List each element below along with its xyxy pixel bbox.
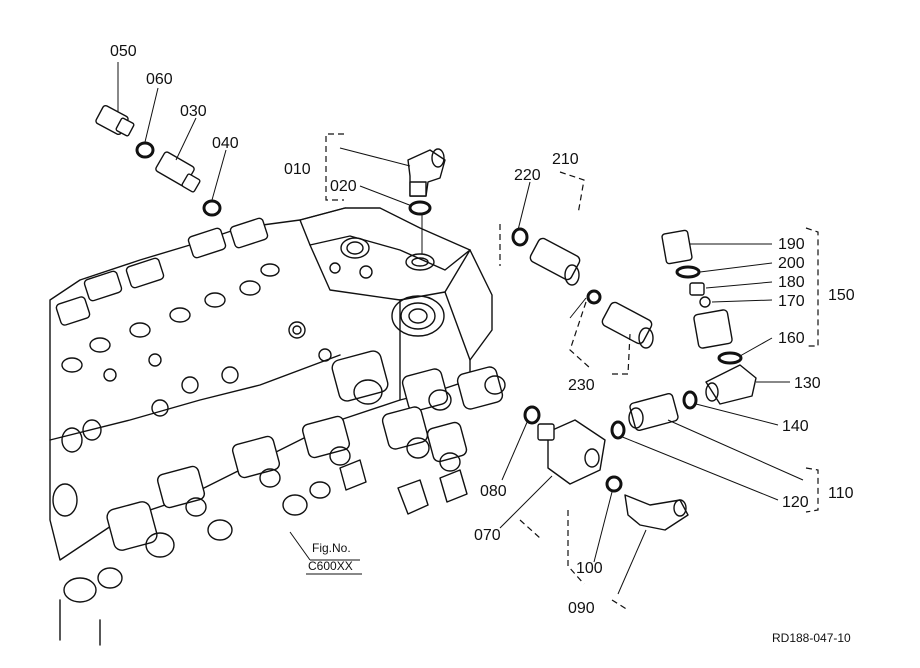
part-170-ball <box>699 296 711 308</box>
part-labels: 050 060 030 040 010 020 220 210 230 190 … <box>110 43 855 617</box>
label-020: 020 <box>330 178 357 195</box>
label-130: 130 <box>794 375 821 392</box>
figure-reference: Fig.No. C600XX <box>306 541 362 575</box>
part-210-relief-valve <box>529 237 581 286</box>
label-150: 150 <box>828 287 855 304</box>
label-230: 230 <box>568 377 595 394</box>
label-110: 110 <box>828 485 854 502</box>
part-040-oring <box>202 199 222 217</box>
part-050-fitting <box>95 104 135 137</box>
part-140-oring <box>682 390 698 410</box>
label-180: 180 <box>778 274 805 291</box>
part-120-oring <box>610 420 626 440</box>
label-170: 170 <box>778 293 805 310</box>
label-040: 040 <box>212 135 239 152</box>
label-010: 010 <box>284 161 311 178</box>
part-190-nipple <box>661 229 693 265</box>
leader-lines <box>117 62 804 595</box>
label-210: 210 <box>552 151 579 168</box>
part-010-elbow <box>407 148 446 197</box>
part-030-adapter <box>155 151 201 193</box>
part-020-oring <box>408 200 432 216</box>
part-080-oring <box>523 405 541 425</box>
label-060: 060 <box>146 71 173 88</box>
part-160-oring <box>717 351 743 365</box>
fig-ref-line1: Fig.No. <box>312 541 351 555</box>
part-150-housing <box>693 309 733 349</box>
part-090-elbow <box>624 494 689 531</box>
label-190: 190 <box>778 236 805 253</box>
part-oring-small <box>586 289 602 305</box>
part-060-oring <box>135 141 155 159</box>
label-220: 220 <box>514 167 541 184</box>
group-brackets <box>325 133 819 611</box>
label-160: 160 <box>778 330 805 347</box>
part-070-tee <box>537 419 606 485</box>
part-220-oring <box>511 227 529 247</box>
part-180-plug <box>689 282 705 296</box>
part-130-elbow <box>705 364 757 405</box>
label-080: 080 <box>480 483 507 500</box>
label-070: 070 <box>474 527 501 544</box>
label-050: 050 <box>110 43 137 60</box>
label-030: 030 <box>180 103 207 120</box>
part-100-oring <box>605 475 623 493</box>
label-120: 120 <box>782 494 809 511</box>
control-valve-body <box>49 207 506 646</box>
drawing-code: RD188-047-10 <box>772 631 851 645</box>
label-090: 090 <box>568 600 595 617</box>
label-100: 100 <box>576 560 603 577</box>
part-230-plug <box>601 301 654 349</box>
fig-ref-line2: C600XX <box>308 559 353 573</box>
part-110-union <box>628 392 679 432</box>
label-140: 140 <box>782 418 809 435</box>
part-200-oring <box>675 265 701 279</box>
label-200: 200 <box>778 255 805 272</box>
